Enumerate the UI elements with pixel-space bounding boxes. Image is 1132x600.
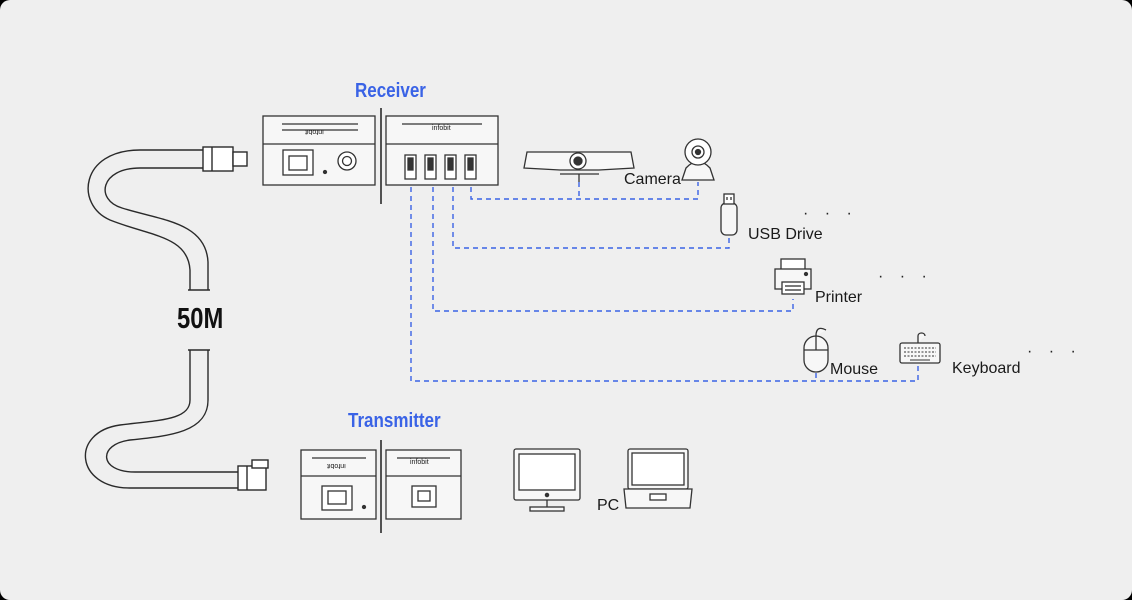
cable-length-label: 50M [177, 303, 224, 335]
keyboard-device [899, 332, 941, 364]
pc-label: PC [597, 497, 620, 514]
conference-camera-device [523, 151, 635, 182]
desktop-monitor-device [513, 448, 581, 512]
transmitter-rj45-unit [300, 449, 377, 520]
ethernet-cable [84, 149, 238, 489]
transmitter-left-logo: infobit [327, 462, 346, 469]
ptz-camera-device [681, 138, 715, 181]
keyboard-more-ellipsis: · · · [1027, 343, 1082, 360]
receiver-usb-unit [385, 115, 499, 186]
transmitter-right-logo: infobit [410, 459, 429, 466]
camera-label: Camera [624, 171, 681, 188]
printer-more-ellipsis: · · · [878, 268, 933, 285]
cable-break-marks [188, 289, 210, 351]
mouse-device [803, 327, 829, 373]
usb-connection-lines [410, 182, 919, 382]
receiver-left-logo: infobit [305, 128, 324, 135]
rj45-plug-bottom [237, 459, 269, 491]
keyboard-label: Keyboard [952, 360, 1021, 377]
printer-device [774, 258, 812, 295]
usb-drive-label: USB Drive [748, 226, 823, 243]
mouse-label: Mouse [830, 361, 879, 378]
laptop-device [623, 448, 693, 509]
transmitter-usb-unit [385, 449, 462, 520]
receiver-title: Receiver [355, 80, 426, 102]
transmitter-title: Transmitter [348, 410, 441, 432]
receiver-rj45-unit [262, 115, 376, 186]
printer-label: Printer [815, 289, 863, 306]
usb-drive-device [720, 193, 738, 236]
receiver-right-logo: infobit [432, 125, 451, 132]
rj45-plug-top [202, 146, 248, 172]
usb-drive-more-ellipsis: · · · [803, 205, 858, 222]
